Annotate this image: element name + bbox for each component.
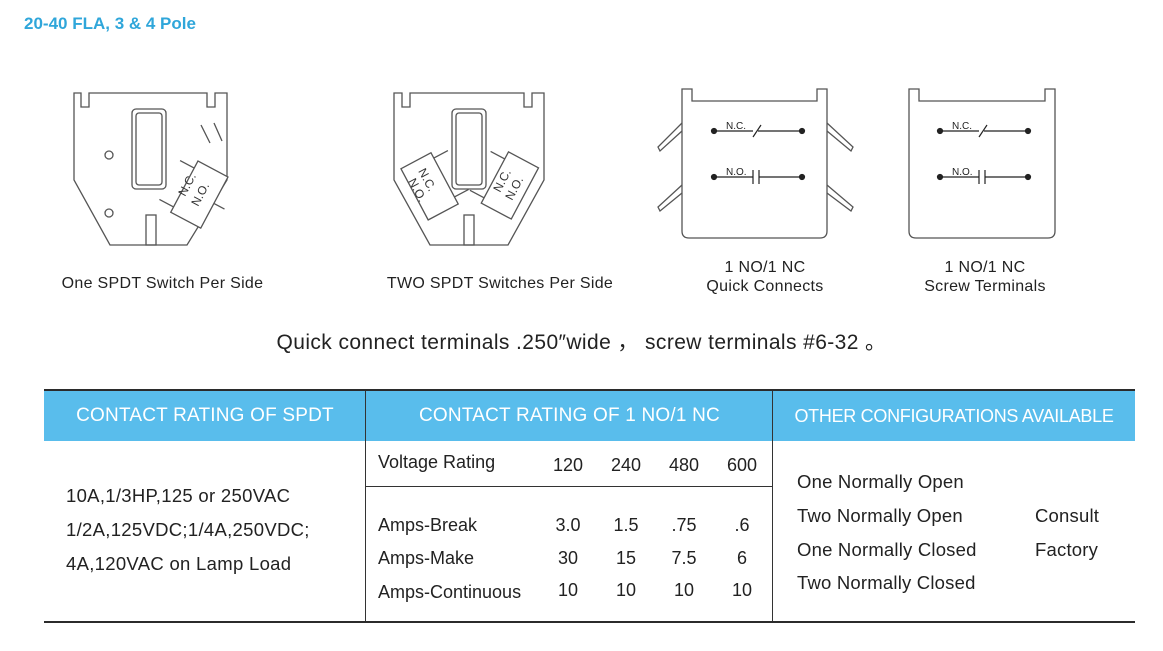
amps-value: 10 (731, 580, 753, 600)
config-item: Two Normally Open (797, 505, 963, 526)
amps-value: 6 (736, 548, 747, 568)
column-divider (772, 391, 773, 621)
amps-value: 3.0 (555, 515, 581, 535)
table-top-rule (44, 389, 1135, 391)
voltage-value: 600 (726, 455, 758, 475)
amps-row-label: Amps-Make (378, 548, 475, 568)
page-title: 20-40 FLA, 3 & 4 Pole (24, 14, 196, 33)
config-item: One Normally Open (797, 471, 964, 492)
amps-row-label: Amps-Break (378, 515, 478, 535)
amps-value: 30 (557, 548, 579, 568)
one-spdt-switch-diagram: N.C. N.O. (73, 92, 229, 246)
no-contact-label: N.O. (726, 167, 747, 178)
voltage-rating-label: Voltage Rating (378, 452, 496, 472)
config-item: One Normally Closed (797, 539, 977, 560)
diagram-caption-quick-connects: 1 NO/1 NC Quick Connects (680, 258, 850, 296)
diagram-caption-screw-terminals: 1 NO/1 NC Screw Terminals (900, 258, 1070, 296)
two-spdt-switches-diagram: N.C. N.O. N.C. N.O. (393, 92, 545, 246)
amps-value: 10 (557, 580, 579, 600)
diagram-caption-one-spdt: One SPDT Switch Per Side (61, 275, 264, 292)
consult-text: Consult (1035, 505, 1100, 526)
caption-line: 1 NO/1 NC (944, 259, 1026, 276)
caption-line: Quick Connects (706, 278, 824, 295)
caption-line: 1 NO/1 NC (724, 259, 806, 276)
amps-value: 15 (615, 548, 637, 568)
no-contact-label: N.O. (952, 167, 973, 178)
quick-connects-diagram: N.C. N.O. (657, 88, 854, 239)
screw-terminals-diagram: N.C. N.O. (908, 88, 1056, 239)
factory-text: Factory (1035, 539, 1099, 560)
amps-value: 10 (673, 580, 695, 600)
header-contact-rating-nonc: CONTACT RATING OF 1 NO/1 NC (366, 391, 773, 441)
spdt-rating-line: 10A,1/3HP,125 or 250VAC (66, 485, 291, 506)
caption-line: Screw Terminals (924, 278, 1046, 295)
header-contact-rating-spdt: CONTACT RATING OF SPDT (44, 391, 366, 441)
amps-value: .6 (734, 515, 750, 535)
voltage-value: 480 (668, 455, 700, 475)
amps-row-label: Amps-Continuous (378, 582, 522, 602)
amps-value: 1.5 (613, 515, 639, 535)
voltage-value: 120 (552, 455, 584, 475)
amps-value: 7.5 (671, 548, 697, 568)
nc-contact-label: N.C. (952, 121, 972, 132)
spdt-rating-line: 1/2A,125VDC;1/4A,250VDC; (66, 519, 310, 540)
column-divider (365, 391, 366, 621)
row-divider (366, 486, 773, 487)
spdt-rating-text: 10A,1/3HP,125 or 250VAC 1/2A,125VDC;1/4A… (66, 479, 310, 581)
amps-value: 10 (615, 580, 637, 600)
terminal-note: Quick connect terminals .250″wide ， scre… (276, 331, 887, 354)
table-bottom-rule (44, 621, 1135, 623)
amps-value: .75 (671, 515, 697, 535)
diagram-caption-two-spdt: TWO SPDT Switches Per Side (386, 275, 614, 292)
header-other-configurations: OTHER CONFIGURATIONS AVAILABLE (773, 391, 1135, 441)
voltage-value: 240 (610, 455, 642, 475)
spdt-rating-line: 4A,120VAC on Lamp Load (66, 553, 292, 574)
nc-contact-label: N.C. (726, 121, 746, 132)
config-item: Two Normally Closed (797, 572, 976, 593)
